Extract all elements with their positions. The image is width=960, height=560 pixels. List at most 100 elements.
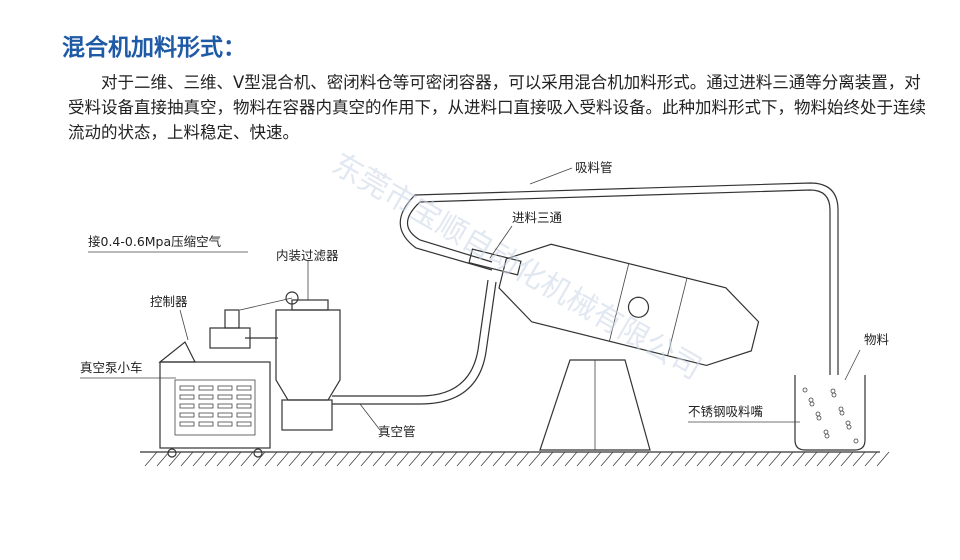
vent-slot [198,403,214,409]
ground-hatch [348,451,362,467]
vent-slot [198,412,214,418]
ground-hatch [828,451,842,467]
label-nozzle: 不锈钢吸料嘴 [688,404,764,419]
section-title: 混合机加料形式： [62,35,246,61]
ground-hatch [408,451,422,467]
ground-hatch [360,451,374,467]
ground-hatch [576,451,590,467]
ground-hatch [444,451,458,467]
ground-hatch [156,451,170,467]
ground-hatch [792,451,806,467]
ground-hatch [144,451,158,467]
vent-slot [217,412,233,418]
ground-hatch [672,451,686,467]
ground-hatch [600,451,614,467]
ground-hatch [720,451,734,467]
vent-slot [179,394,195,400]
ground-hatch [528,451,542,467]
label-feed-tee: 进料三通 [512,210,563,225]
ground-hatch [816,451,830,467]
vent-slot [217,394,233,400]
ground-hatch [216,451,230,467]
ground-hatch [432,451,446,467]
material-dot [808,397,814,403]
ground-hatch [756,451,770,467]
ground-hatch [300,451,314,467]
ground-hatch [552,451,566,467]
ground-hatch [372,451,386,467]
mixer [468,243,760,451]
ground-hatch [276,451,290,467]
material-container [794,375,866,451]
vent-slot [236,412,252,418]
vent-slot [217,385,233,391]
ground-hatch [480,451,494,467]
vacuum-pipe [332,279,489,397]
ground-hatch [852,451,866,467]
ground-hatch [312,451,326,467]
material-dot [802,387,808,393]
ground-hatch [588,451,602,467]
ground-hatch [768,451,782,467]
material-dot [838,406,844,412]
ground-hatch [336,451,350,467]
vent-slot [217,421,233,427]
vent-slot [198,385,214,391]
ground-hatch [240,451,254,467]
ground-hatch [540,451,554,467]
material-dot [853,438,859,444]
ground-hatch [420,451,434,467]
ground-hatch [492,451,506,467]
material-dot [823,429,829,435]
vent-slot [179,412,195,418]
material-dot [815,411,821,417]
ground-hatch [660,451,674,467]
ground-hatch [624,451,638,467]
description-paragraph: 对于二维、三维、V型混合机、密闭料仓等可密闭容器，可以采用混合机加料形式。通过进… [68,73,926,142]
ground-hatch [324,451,338,467]
label-suction-pipe: 吸料管 [575,160,613,175]
label-material: 物料 [864,332,890,347]
ground-hatch [468,451,482,467]
vacuum-hopper [239,260,341,431]
material-dot [816,415,822,421]
vent-slot [179,421,195,427]
label-controller: 控制器 [150,294,188,309]
vent-slot [198,394,214,400]
ground-hatch [696,451,710,467]
label-compressed-air: 接0.4-0.6Mpa压缩空气 [88,234,222,249]
ground-hatch [684,451,698,467]
ground-hatch [564,451,578,467]
label-vacuum-cart: 真空泵小车 [80,360,143,375]
feeding-diagram: 东莞市宝顺自动化机械有限公司 吸料管 进料三通 接0.4-0.6Mpa压缩空气 … [80,150,890,467]
ground-hatch [180,451,194,467]
ground-hatch [864,451,878,467]
material-dot [845,420,851,426]
ground-hatch [204,451,218,467]
suction-pipe [406,189,831,375]
vent-slot [179,403,195,409]
vent-slot [236,403,252,409]
label-vacuum-pipe: 真空管 [378,424,416,439]
vent-slot [236,421,252,427]
ground-hatch [288,451,302,467]
vent-slot [236,394,252,400]
ground-hatch [516,451,530,467]
ground-hatch [192,451,206,467]
ground-hatch [840,451,854,467]
ground-hatch [228,451,242,467]
ground-hatch [732,451,746,467]
vacuum-pump-cart [158,309,278,458]
ground-hatch [648,451,662,467]
material-dot [824,433,830,439]
ground-hatch [396,451,410,467]
vent-slot [236,385,252,391]
vent-slot [179,385,195,391]
material-dot [846,424,852,430]
ground-hatch [456,451,470,467]
material-dot [831,392,837,398]
vent-slot [198,421,214,427]
ground-hatch [708,451,722,467]
ground-hatch [252,451,266,467]
ground-hatch [780,451,794,467]
